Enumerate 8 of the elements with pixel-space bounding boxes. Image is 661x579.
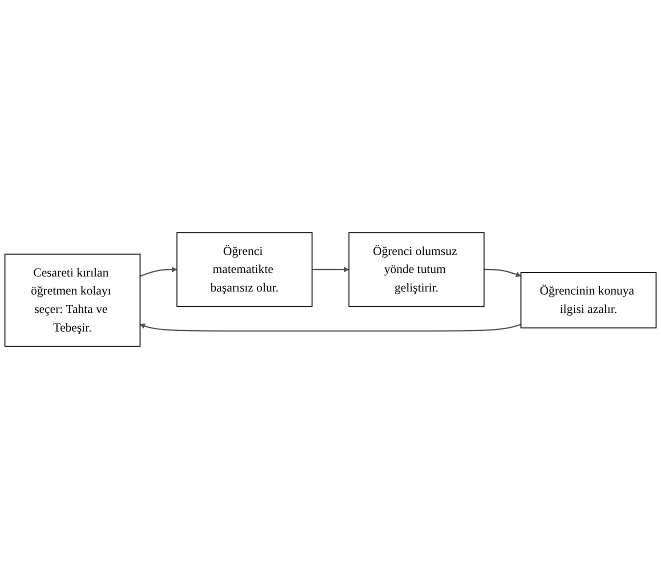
arrow (312, 266, 350, 272)
node-box: Cesareti kırılan öğretmen kolayı seçer: Tahta ve Tebeşir. (4, 254, 141, 347)
arrow (140, 266, 178, 277)
node-box: Öğrenci matematikte başarısız olur. (176, 232, 313, 307)
arrow (140, 323, 522, 332)
node-box: Öğrencinin konuya ilgisi azalır. (520, 272, 657, 328)
node-box: Öğrenci olumsuz yönde tutum geliştirir. (348, 232, 485, 307)
arrow (484, 268, 522, 278)
